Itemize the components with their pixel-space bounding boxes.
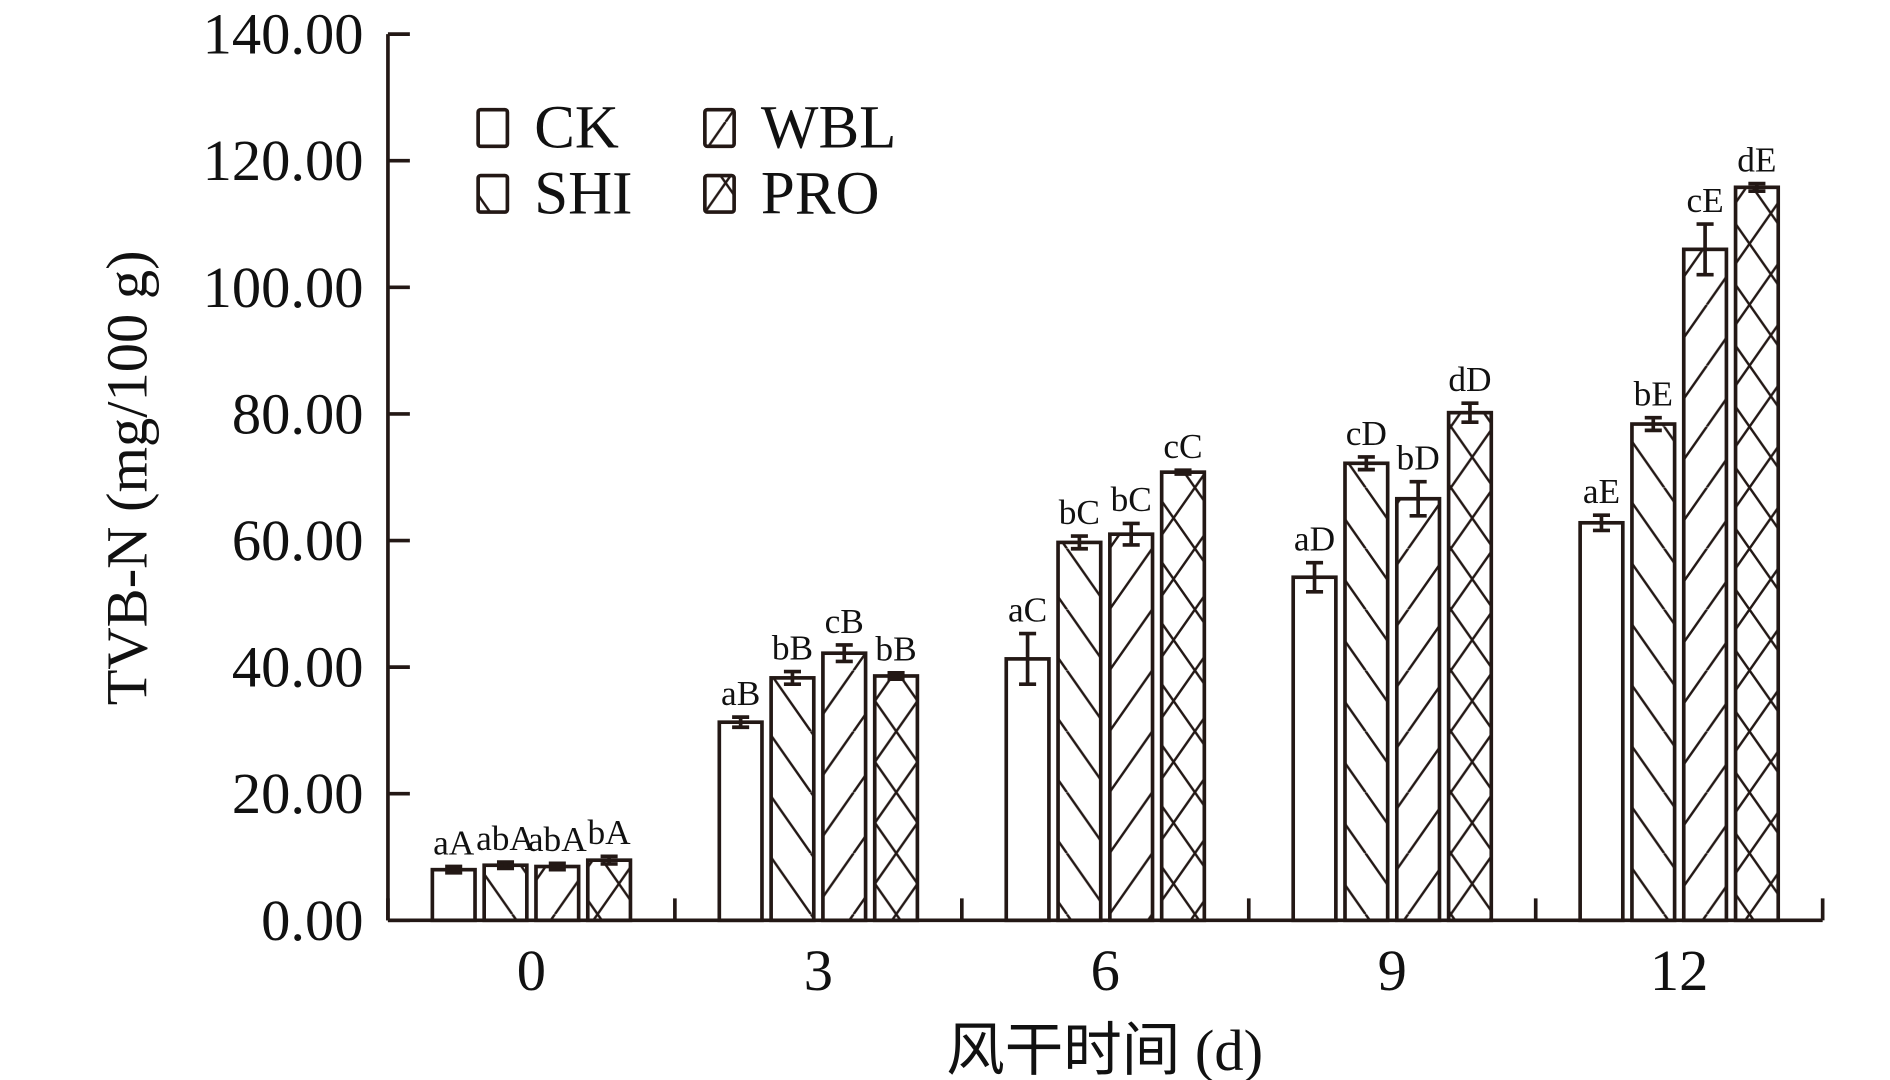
legend-label-wbl: WBL: [761, 94, 896, 161]
significance-label: aB: [721, 674, 760, 713]
significance-label: aC: [1008, 590, 1047, 629]
error-bar: [1070, 534, 1088, 551]
significance-label: cB: [825, 602, 864, 641]
significance-label: abA: [528, 820, 587, 859]
y-tick-label: 140.00: [203, 2, 364, 67]
significance-label: dE: [1737, 140, 1776, 179]
bar-shi-day-0: [482, 863, 529, 923]
x-tick-label: 0: [517, 938, 546, 1003]
bar-wbl-day-12: [1681, 247, 1729, 923]
bar-pro-day-12: [1733, 185, 1781, 923]
bar-shi-day-6: [1056, 540, 1103, 923]
error-bar: [835, 643, 853, 664]
significance-label: bB: [772, 628, 813, 667]
bar-ck-day-12: [1578, 520, 1625, 923]
legend-swatch-wbl: [703, 107, 736, 149]
error-bar: [1174, 468, 1192, 476]
significance-label: cE: [1686, 181, 1723, 220]
bar-wbl-day-3: [821, 651, 868, 923]
x-tick-label: 3: [804, 938, 833, 1003]
error-bar: [1409, 479, 1427, 518]
significance-label: bC: [1059, 493, 1100, 532]
bar-ck-day-0: [430, 867, 477, 923]
significance-label: aA: [433, 823, 475, 862]
x-tick-label: 6: [1091, 938, 1120, 1003]
bar-ck-day-9: [1291, 575, 1338, 923]
bar-wbl-day-9: [1394, 496, 1442, 923]
significance-label: aD: [1294, 519, 1335, 558]
bar-pro-day-0: [585, 858, 633, 923]
legend-swatch-shi: [476, 173, 510, 214]
error-bar: [1461, 401, 1479, 424]
error-bar: [1122, 521, 1140, 547]
legend-label-ck: CK: [534, 94, 619, 161]
bar-shi-day-3: [769, 676, 816, 923]
significance-label: bD: [1397, 438, 1440, 477]
significance-label: abA: [476, 819, 535, 858]
error-bar: [1019, 631, 1037, 687]
bar-wbl-day-6: [1108, 532, 1155, 923]
bar-pro-day-9: [1446, 410, 1494, 923]
legend-swatch-pro: [703, 173, 736, 214]
error-bar: [445, 864, 463, 875]
bar-pro-day-3: [872, 674, 920, 923]
x-tick-label: 12: [1650, 938, 1709, 1003]
error-bar: [1592, 513, 1611, 533]
significance-label: aE: [1583, 472, 1620, 511]
error-bar: [548, 861, 566, 872]
y-tick-label: 80.00: [232, 381, 364, 446]
x-tick-label: 9: [1378, 938, 1407, 1003]
y-tick-label: 40.00: [232, 635, 364, 700]
error-bar: [783, 669, 801, 687]
y-tick-label: 120.00: [203, 128, 364, 193]
legend-label-pro: PRO: [761, 160, 880, 227]
significance-label: bA: [588, 813, 632, 852]
error-bar: [1748, 181, 1766, 193]
y-tick-label: 20.00: [232, 761, 364, 826]
y-tick-label: 0.00: [261, 888, 363, 953]
error-bar: [1644, 415, 1662, 433]
error-bar: [496, 860, 515, 871]
error-bar: [887, 670, 905, 681]
error-bar: [732, 715, 750, 730]
significance-label: cD: [1346, 414, 1387, 453]
bar-wbl-day-0: [534, 864, 581, 923]
legend-swatch-ck: [476, 107, 510, 149]
significance-label: bB: [875, 630, 916, 669]
error-bar: [1696, 222, 1714, 277]
significance-label: bE: [1634, 375, 1673, 414]
legend-label-shi: SHI: [534, 160, 632, 227]
y-tick-label: 100.00: [203, 255, 364, 320]
bar-pro-day-6: [1159, 470, 1207, 923]
y-axis-title: TVB-N (mg/100 g): [95, 250, 160, 705]
y-tick-label: 60.00: [232, 508, 364, 573]
significance-label: cC: [1163, 427, 1202, 466]
error-bar: [1357, 455, 1375, 472]
error-bar: [600, 854, 618, 866]
significance-label: dD: [1448, 360, 1491, 399]
error-bar: [1305, 560, 1324, 594]
bar-shi-day-9: [1343, 461, 1390, 923]
bar-ck-day-6: [1004, 657, 1051, 923]
significance-label: bC: [1111, 480, 1152, 519]
x-axis-title: 风干时间 (d): [946, 1018, 1263, 1080]
bar-ck-day-3: [717, 720, 764, 923]
bar-shi-day-12: [1630, 422, 1677, 923]
